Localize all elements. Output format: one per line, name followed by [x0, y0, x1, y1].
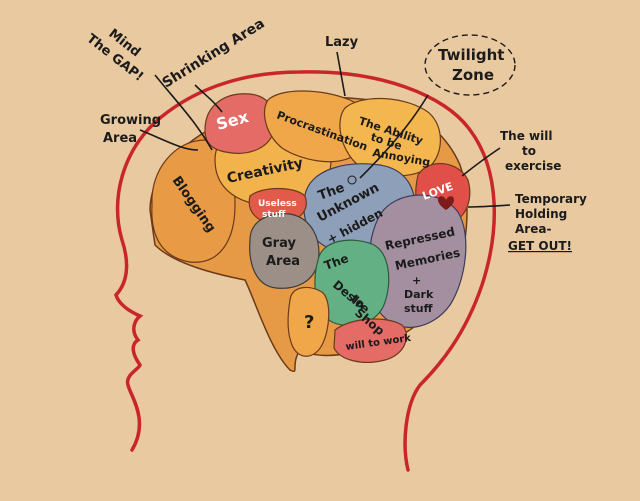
repressed-region-label-5: stuff: [404, 302, 433, 315]
exercise-label: exercise: [505, 159, 561, 173]
head-outline: [114, 70, 496, 472]
useless-region-label-1: Useless: [258, 199, 297, 209]
gray-region-label-1: Gray: [262, 236, 296, 251]
will-to-label: to: [522, 144, 536, 158]
desire-region-label-3: to: [348, 292, 368, 312]
get-out-label: GET OUT!: [508, 239, 572, 253]
question-region-label: ?: [304, 312, 314, 333]
will-to-work-lobe: [333, 318, 407, 363]
holding-label: Holding: [515, 207, 567, 221]
lazy-label: Lazy: [325, 35, 359, 50]
growing-label: Growing: [100, 113, 161, 128]
question-lobe: [287, 286, 330, 357]
heart-icon: [438, 196, 454, 210]
twilight-label: Twilight: [438, 46, 504, 64]
growing-area-label: Area: [103, 131, 137, 146]
gray-region-label-2: Area: [266, 254, 300, 269]
temporary-label: Temporary: [515, 192, 587, 206]
blogging-lobe: [151, 139, 236, 263]
pointer-lines: [139, 51, 511, 208]
will-label: The will: [500, 129, 552, 143]
zone-label: Zone: [452, 66, 494, 84]
useless-region-label-2: stuff: [262, 210, 286, 220]
gray-lobe: [249, 213, 320, 289]
shrinking-area-label: Shrinking Area: [160, 16, 268, 92]
repressed-region-label-4: Dark: [404, 288, 434, 301]
twilight-zone-bubble: [424, 34, 516, 96]
area-dash-label: Area-: [515, 222, 551, 236]
eye-decoration: [347, 175, 357, 185]
repressed-region-label-3: +: [412, 274, 421, 287]
